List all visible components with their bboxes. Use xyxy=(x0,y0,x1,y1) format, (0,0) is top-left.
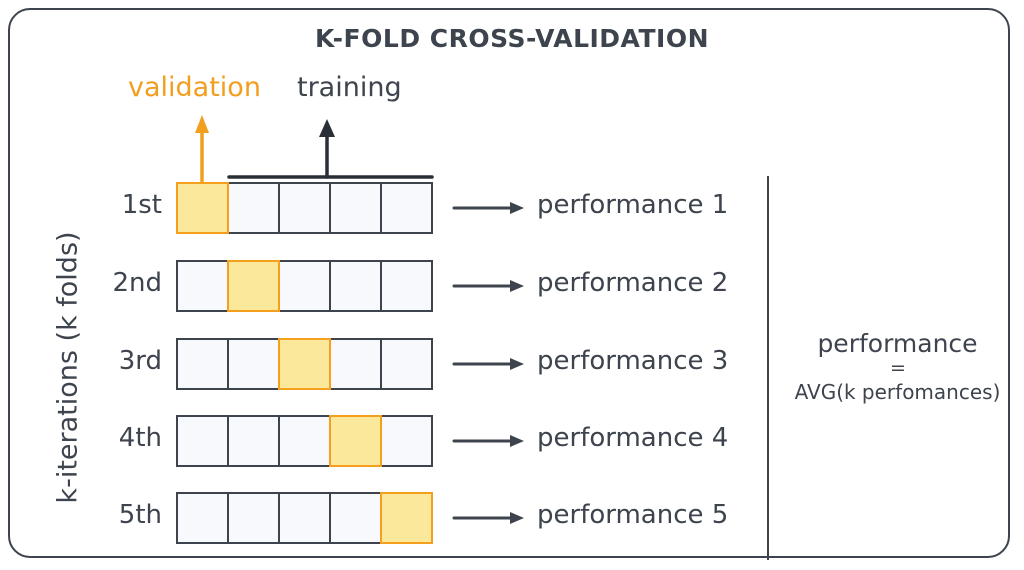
legend-label-training: training xyxy=(297,72,402,103)
summary-panel: performance = AVG(k perfomances) xyxy=(775,329,1020,405)
fold-label-5: 5th xyxy=(118,500,162,530)
performance-label-5: performance 5 xyxy=(537,500,729,530)
fold-cell-validation[interactable] xyxy=(380,492,433,544)
fold-cell-training[interactable] xyxy=(278,260,331,312)
fold-cell-validation[interactable] xyxy=(227,260,280,312)
fold-cell-training[interactable] xyxy=(380,338,433,390)
performance-label-2: performance 2 xyxy=(537,268,729,298)
fold-label-3: 3rd xyxy=(118,346,162,376)
fold-row-2 xyxy=(176,260,433,312)
fold-cell-training[interactable] xyxy=(278,415,331,467)
performance-label-3: performance 3 xyxy=(537,346,729,376)
fold-cell-training[interactable] xyxy=(329,338,382,390)
summary-line-performance: performance xyxy=(817,329,978,358)
fold-cell-training[interactable] xyxy=(380,260,433,312)
fold-row-1 xyxy=(176,182,433,234)
fold-cell-training[interactable] xyxy=(380,415,433,467)
performance-label-1: performance 1 xyxy=(537,190,729,220)
fold-cell-training[interactable] xyxy=(278,182,331,234)
legend-label-validation: validation xyxy=(128,72,261,103)
fold-cell-training[interactable] xyxy=(329,492,382,544)
fold-cell-training[interactable] xyxy=(227,338,280,390)
fold-cell-training[interactable] xyxy=(227,182,280,234)
fold-label-4: 4th xyxy=(118,423,162,453)
fold-cell-validation[interactable] xyxy=(329,415,382,467)
axis-label-iterations: k-iterations (k folds) xyxy=(52,231,84,504)
page-title: K-FOLD CROSS-VALIDATION xyxy=(314,24,709,53)
fold-label-2: 2nd xyxy=(112,268,162,298)
fold-cell-training[interactable] xyxy=(329,260,382,312)
fold-cell-validation[interactable] xyxy=(176,182,229,234)
fold-cell-training[interactable] xyxy=(227,492,280,544)
fold-cell-training[interactable] xyxy=(278,492,331,544)
fold-label-1: 1st xyxy=(121,190,162,220)
fold-cell-training[interactable] xyxy=(380,182,433,234)
fold-cell-training[interactable] xyxy=(176,338,229,390)
fold-cell-validation[interactable] xyxy=(278,338,331,390)
fold-row-3 xyxy=(176,338,433,390)
summary-divider xyxy=(767,176,769,560)
fold-cell-training[interactable] xyxy=(176,415,229,467)
diagram-frame xyxy=(8,8,1010,558)
fold-row-5 xyxy=(176,492,433,544)
fold-cell-training[interactable] xyxy=(176,260,229,312)
performance-label-4: performance 4 xyxy=(537,423,729,453)
fold-cell-training[interactable] xyxy=(227,415,280,467)
summary-line-equals: = xyxy=(890,356,906,379)
fold-cell-training[interactable] xyxy=(176,492,229,544)
summary-line-average: AVG(k perfomances) xyxy=(794,379,1001,404)
fold-cell-training[interactable] xyxy=(329,182,382,234)
fold-row-4 xyxy=(176,415,433,467)
